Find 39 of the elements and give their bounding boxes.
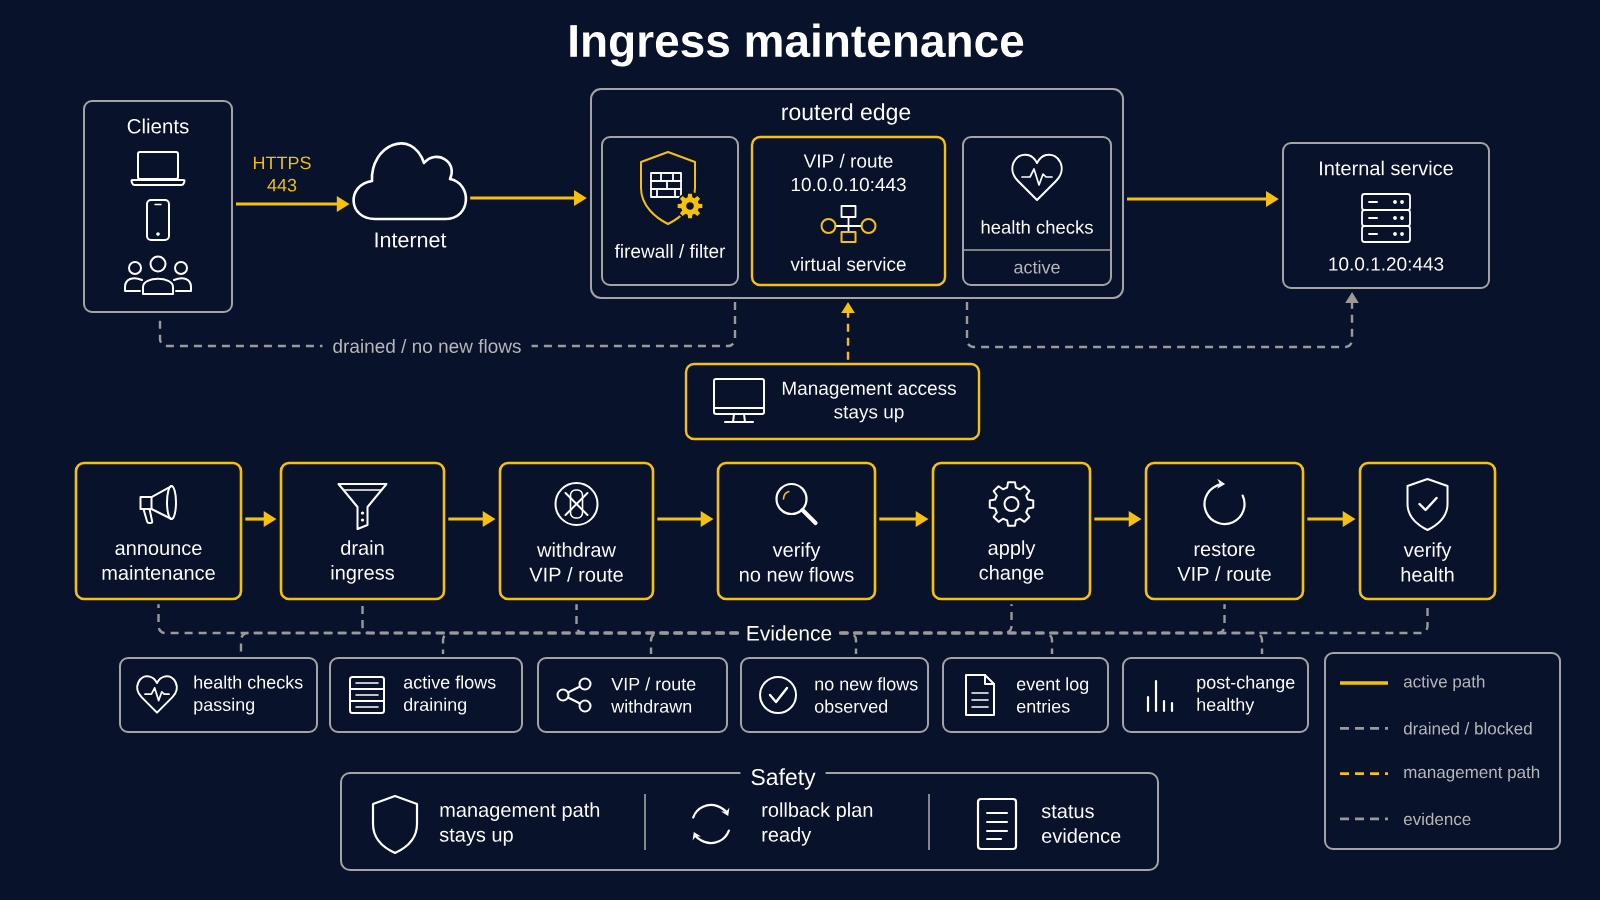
node-label: virtual service [790,257,906,271]
item-text: status evidence [1041,805,1121,843]
step-box: verify health [1358,461,1497,601]
component-box: VIP / route 10.0.0.10:443 virtual service [750,135,947,287]
node-label: 10.0.1.20:443 [1329,257,1444,271]
legend-label: management path [1404,765,1540,782]
connector-line [649,631,738,654]
node-label: Internet [375,232,447,248]
connector-line [575,604,739,635]
edge-label: drained / no new flows [322,337,532,355]
evidence-box: no new flows observed [740,657,929,733]
component-box: firewall / filter [601,136,739,286]
evidence-box: event log entries [942,657,1109,733]
access-box: Management access stays up [684,362,981,441]
evidence-box: active flows draining [329,657,523,733]
panel-heading: Safety [740,766,826,792]
step-box: withdraw VIP / route [498,461,655,601]
step-box: verify no new flows [716,461,877,601]
evidence-box: post-change healthy [1122,657,1309,733]
item-text: rollback plan ready [762,802,873,846]
item-text: management path stays up [439,802,600,846]
connector-line [840,631,1264,654]
bus-label: Evidence [747,625,832,641]
client-box: Clients [83,100,233,313]
legend-label: evidence [1403,812,1471,826]
step-box: restore VIP / route [1144,461,1305,601]
node-label: Internal service [1320,160,1453,176]
evidence-box: VIP / route withdrawn [537,657,728,733]
legend-label: active path [1403,675,1485,691]
status-box: health checks active [962,136,1112,286]
title: Ingress maintenance [570,23,1024,67]
step-box: drain ingress [279,461,446,601]
step-box: apply change [931,461,1092,601]
service-box: Internal service 10.0.1.20:443 [1282,142,1490,289]
edge-label: HTTPS 443 [239,154,325,194]
legend-label: drained / blocked [1403,722,1532,735]
step-box: announce maintenance [74,461,243,601]
evidence-box: health checks passing [119,657,318,733]
node-label: VIP / route 10.0.0.10:443 [791,153,906,192]
